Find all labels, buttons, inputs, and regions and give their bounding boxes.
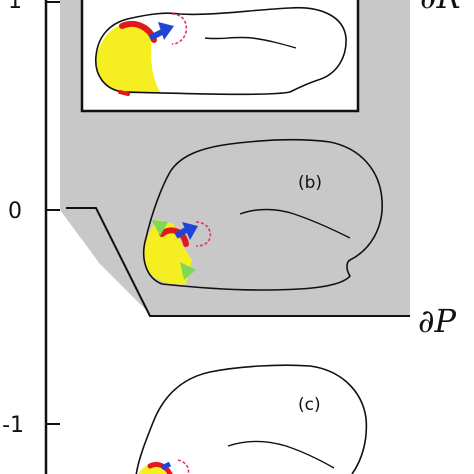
brain-a-blue-arrow-head — [158, 22, 174, 40]
brain-c-sulcus — [227, 440, 335, 469]
brain-b-red-mark — [159, 227, 189, 247]
brain-c-blue-arrow-shaft — [160, 461, 172, 471]
y-tick-label-0: 0 — [8, 199, 22, 224]
partial-p-label: ∂P — [418, 302, 457, 340]
brain-a-sulcus — [204, 36, 297, 49]
brain-b-green-triangle-bottom — [180, 262, 196, 280]
brain-a — [95, 6, 347, 96]
brain-c: (c) — [135, 364, 368, 474]
brain-b-sulcus — [239, 208, 351, 239]
y-tick-label-minus-1: -1 — [2, 413, 24, 438]
brain-a-yellow-region — [95, 23, 160, 94]
brain-b-outline — [142, 139, 383, 291]
funnel-boundary-line — [66, 207, 410, 317]
partial-r-label: ∂R — [420, 0, 461, 16]
brain-c-magenta-dashes — [177, 459, 190, 474]
brain-b-blue-arrow-head — [182, 222, 198, 240]
brain-c-panel-label: (c) — [298, 395, 321, 415]
brain-b: (b) — [142, 139, 383, 291]
brain-b-panel-label: (b) — [298, 173, 322, 193]
brain-b-blue-arrow-shaft — [174, 227, 188, 239]
brain-a-outline — [95, 6, 347, 96]
brain-b-green-triangle-top — [152, 220, 168, 236]
brain-b-yellow-region — [144, 220, 192, 285]
brain-a-bottom-red-mark — [118, 90, 130, 96]
brain-c-outline — [135, 364, 368, 474]
y-tick-label-1: 1 — [8, 0, 22, 14]
brain-a-blue-arrow-shaft — [148, 29, 164, 41]
brain-b-magenta-dashes — [195, 221, 212, 247]
brain-c-yellow-region — [138, 462, 167, 474]
brain-a-magenta-dashes — [171, 13, 188, 45]
